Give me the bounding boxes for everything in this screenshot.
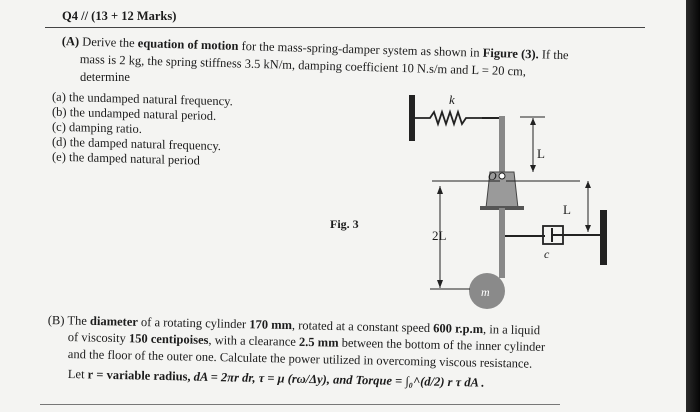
question-header: Q4 // (13 + 12 Marks)	[62, 9, 177, 23]
label-O: O	[488, 169, 497, 183]
part-b-bold: 2.5 mm	[298, 334, 339, 350]
pivot-point	[498, 172, 506, 180]
label-L-upper: L	[537, 146, 545, 161]
rigid-bar-upper	[499, 116, 505, 176]
part-b-bold: diameter	[89, 313, 139, 329]
part-b-label: (B)	[47, 313, 65, 328]
part-b-bold: 150 centipoises	[128, 331, 209, 347]
part-b-bold: 170 mm	[249, 317, 293, 333]
right-wall	[600, 210, 607, 265]
part-a-line-3: determine	[80, 70, 130, 84]
formula: = ∫₀^(d/2) r τ dA .	[394, 373, 485, 390]
part-b-text: Let	[67, 367, 85, 382]
part-b-bold: = variable radius,	[96, 367, 191, 384]
wall	[409, 95, 415, 141]
rigid-bar-lower	[499, 208, 505, 278]
part-b-text: , rotated at a constant speed	[291, 318, 431, 336]
part-b-text: of a rotating cylinder	[140, 314, 247, 332]
part-b-bold: r	[87, 367, 94, 382]
part-b-text: The	[67, 313, 88, 328]
label-m: m	[481, 285, 490, 299]
spring	[415, 109, 482, 127]
formula: dA = 2πr dr, τ = μ (rω/Δy), and	[193, 369, 353, 387]
part-b-text: of viscosity	[67, 330, 126, 346]
part-b-text: between the bottom of the inner cylinder	[341, 335, 546, 354]
figure-caption: Fig. 3	[330, 217, 359, 231]
bottom-rule	[40, 404, 560, 405]
formula-torque: Torque	[355, 373, 393, 388]
photo-edge	[686, 0, 700, 412]
label-2L: 2L	[432, 228, 447, 243]
part-b-text: , with a clearance	[208, 332, 297, 349]
header-rule	[45, 27, 645, 28]
part-b-bold: 600 r.p.m	[433, 321, 484, 337]
part-b-text: , in a liquid	[482, 322, 541, 338]
label-L-right: L	[563, 202, 571, 217]
label-k: k	[449, 92, 455, 107]
mass-bob	[469, 273, 505, 309]
label-c: c	[544, 247, 550, 261]
